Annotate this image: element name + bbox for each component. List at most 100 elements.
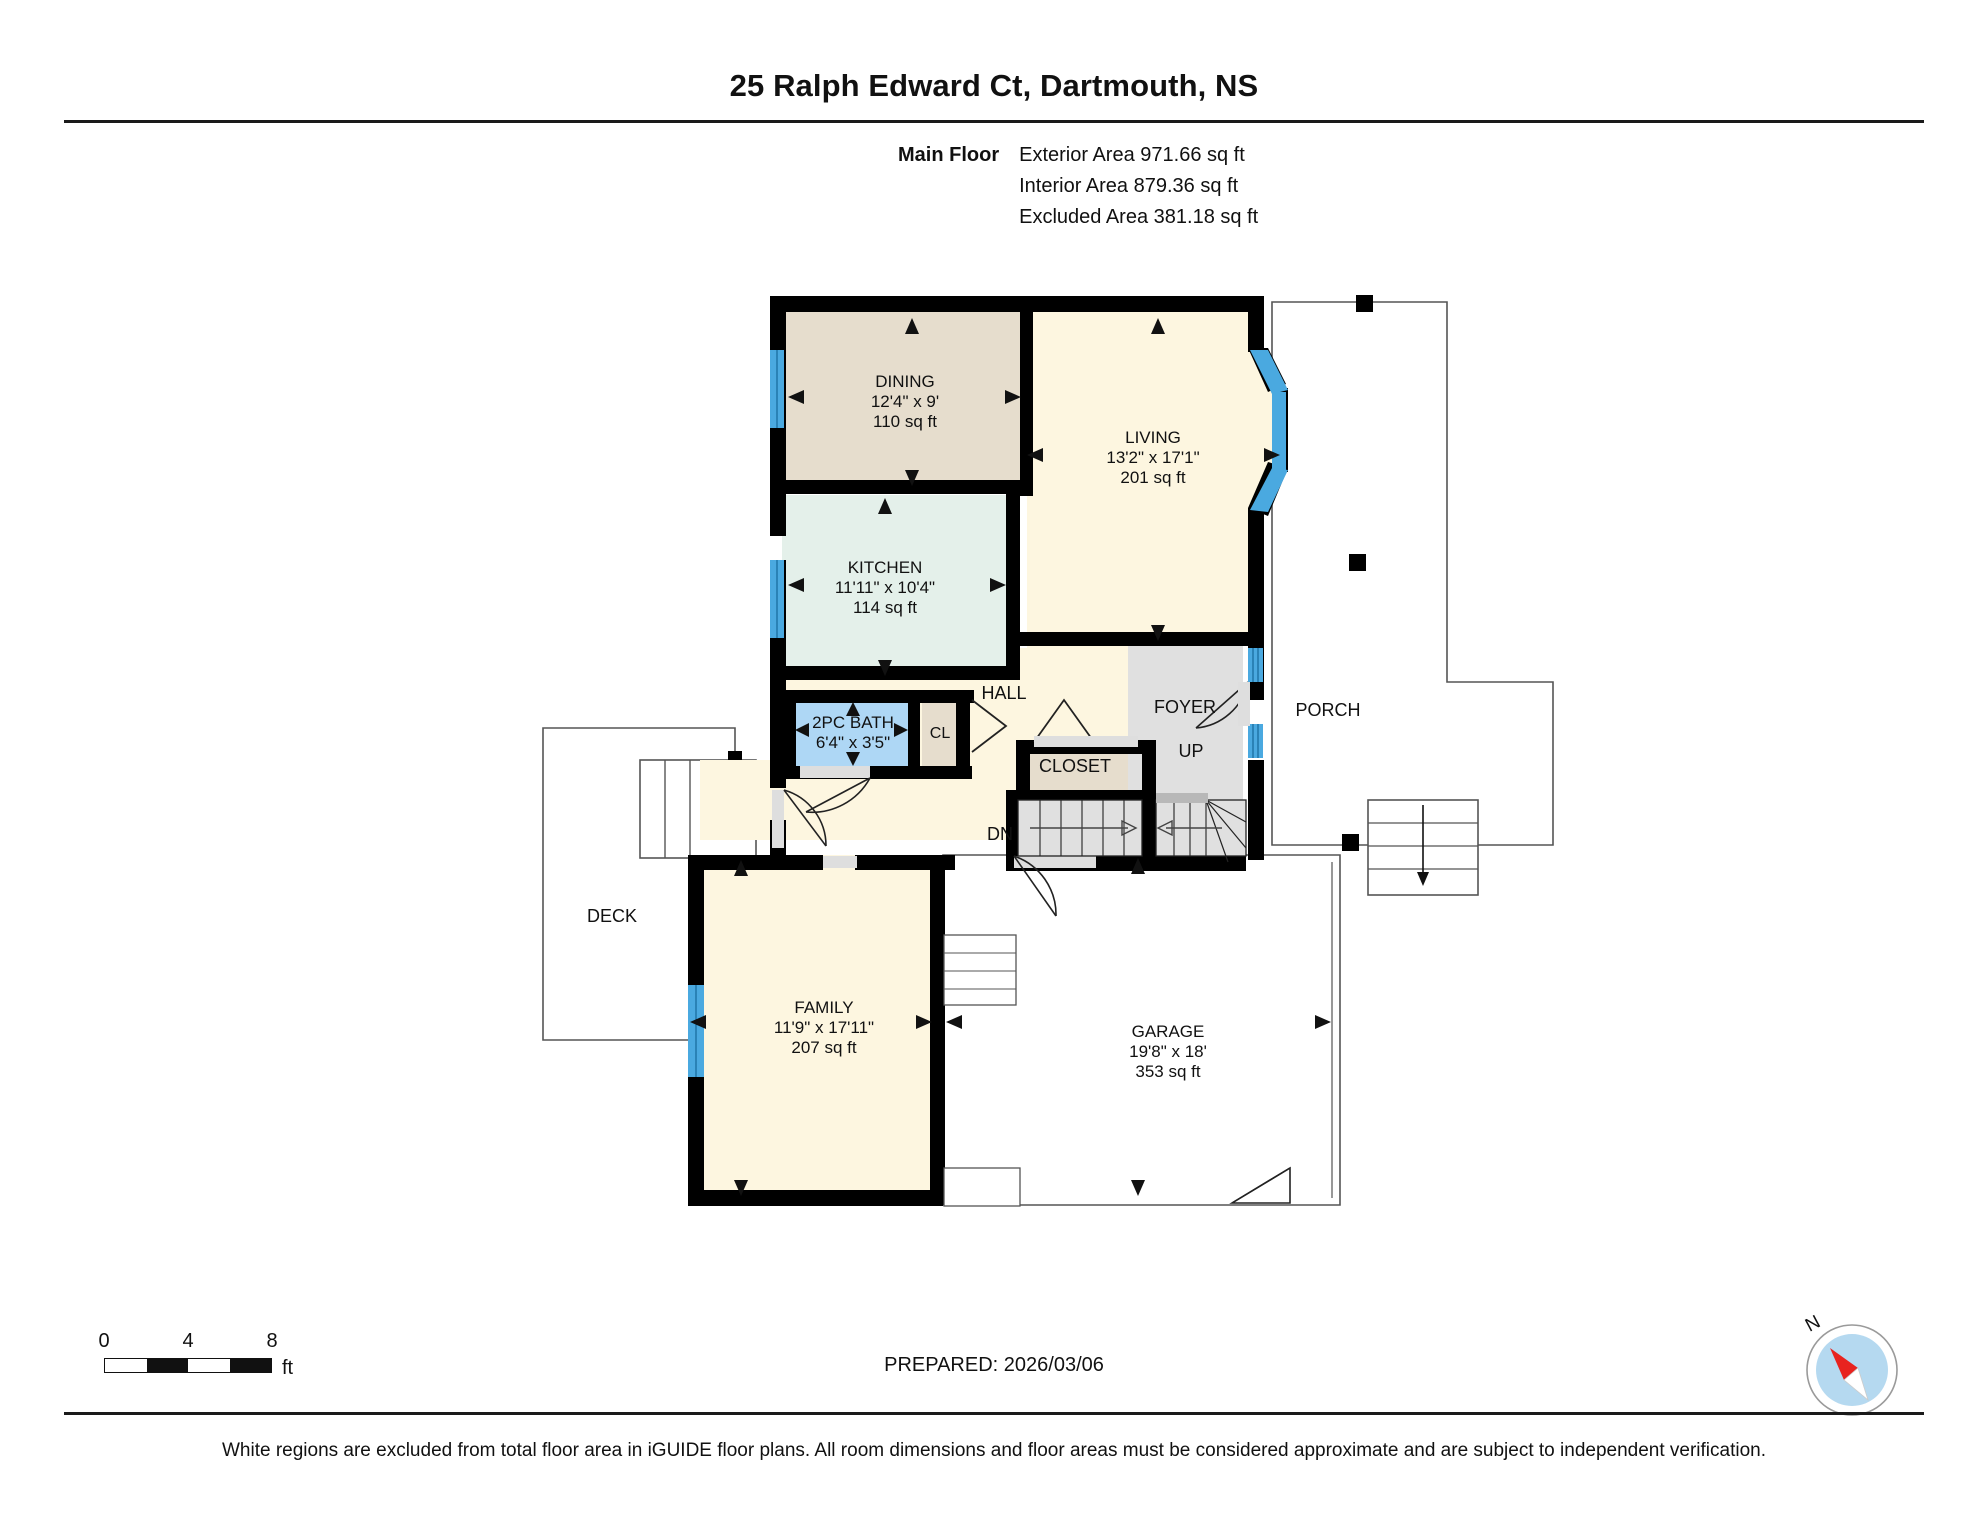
room-label-foyer: FOYER <box>1154 697 1216 717</box>
room-label-living-dim: 13'2" x 17'1" <box>1106 448 1199 467</box>
dim-arrow <box>1151 318 1165 334</box>
dim-arrow <box>690 1015 706 1029</box>
compass-needle-south <box>1843 1367 1869 1402</box>
door-garage-swing <box>1013 855 1057 917</box>
wall-hall-bottom-left <box>688 855 823 870</box>
room-fills <box>700 310 1332 1205</box>
room-label-living-area: 201 sq ft <box>1120 468 1185 487</box>
wall-living-bottom <box>1020 632 1150 646</box>
wall-stair-divider <box>1142 740 1156 870</box>
scale-bar-graphic <box>104 1358 272 1373</box>
porch-node <box>1356 295 1373 312</box>
dimension-arrows <box>690 318 1331 1196</box>
room-label-closet: CLOSET <box>1039 756 1111 776</box>
door-deck-leaf <box>783 789 827 847</box>
room-label-kitchen-area: 114 sq ft <box>853 598 917 617</box>
room-label-garage-name: GARAGE <box>1132 1022 1205 1041</box>
stairs-dn-label: DN <box>987 824 1013 844</box>
prepared-date: PREPARED: 2026/03/06 <box>884 1354 1104 1376</box>
compass-rose <box>1806 1324 1898 1416</box>
wall-living-right-lower <box>1248 508 1264 648</box>
wall-living-right-upper <box>1248 296 1264 352</box>
room-label-dining-name: DINING <box>875 372 935 391</box>
room-label-cl: CL <box>930 725 951 742</box>
wall-left-lower <box>770 742 786 788</box>
floor-summary: Main Floor Exterior Area 971.66 sq ft In… <box>898 140 1258 233</box>
window-bay-top <box>1250 350 1288 394</box>
door-garage-leaf <box>1013 855 1057 917</box>
excluded-regions <box>542 295 1554 1041</box>
scale-tick-4: 4 <box>182 1330 194 1352</box>
stair-landing-nose <box>1156 793 1208 803</box>
dim-arrow <box>946 1015 962 1029</box>
door-cl-bifold <box>971 699 1008 753</box>
door-bath-leaf <box>805 777 871 813</box>
dim-arrow <box>1131 858 1145 874</box>
interior-area: Interior Area 879.36 sq ft <box>1019 175 1239 197</box>
dim-arrow <box>905 318 919 334</box>
wall-living-bottom-right <box>1150 632 1260 646</box>
wall-dining-living <box>1020 296 1033 496</box>
door-closet-bifold <box>1033 698 1095 743</box>
room-fill-living <box>1027 310 1280 648</box>
compass-needle-north <box>1830 1348 1858 1380</box>
wall-family-bottom <box>688 1190 943 1206</box>
wall-top <box>770 296 1260 312</box>
title-divider <box>64 120 1924 123</box>
door-garage-threshold <box>1014 856 1096 868</box>
dim-arrow <box>788 390 804 404</box>
wall-dining-kitchen <box>770 480 1020 494</box>
room-label-kitchen-name: KITCHEN <box>848 558 923 577</box>
window-foyer-upper <box>1248 648 1263 682</box>
window-bay-mid <box>1272 392 1286 470</box>
wall-cl-bottom <box>920 766 972 779</box>
dim-arrow <box>1131 1180 1145 1196</box>
stair-dn-arrow <box>1030 819 1138 837</box>
room-label-porch: PORCH <box>1295 700 1360 720</box>
dim-arrow <box>1027 448 1043 462</box>
wall-kitchen-right <box>1006 480 1020 680</box>
porch-node <box>1342 834 1359 851</box>
wall-bath-top <box>784 690 974 703</box>
scale-bar: 0 4 8 ft <box>98 1330 314 1379</box>
dim-arrow <box>1315 1015 1331 1029</box>
opening-family-hall <box>823 856 857 868</box>
exterior-area: Exterior Area 971.66 sq ft <box>1019 144 1245 166</box>
dim-arrow <box>846 752 860 766</box>
room-label-hall: HALL <box>981 683 1026 703</box>
stairs-up-label: UP <box>1178 741 1203 761</box>
door-closet-threshold <box>1034 736 1138 747</box>
dim-arrow <box>795 723 809 737</box>
room-label-deck: DECK <box>587 906 637 926</box>
stair-winder <box>1205 799 1247 823</box>
porch-outline <box>1271 301 1554 846</box>
scale-tick-0: 0 <box>98 1330 110 1352</box>
room-label-bath-name: 2PC BATH <box>812 713 894 732</box>
dim-arrow <box>878 660 892 676</box>
scale-seg-dark <box>146 1359 188 1372</box>
floor-name: Main Floor <box>898 144 1000 166</box>
room-label-family-dim: 11'9" x 17'11" <box>774 1018 874 1037</box>
room-labels: DINING 12'4" x 9' 110 sq ft LIVING 13'2"… <box>587 372 1361 1081</box>
dim-arrow <box>734 860 748 876</box>
scale-unit: ft <box>282 1357 294 1379</box>
room-fill-family <box>700 855 943 1205</box>
dim-arrow <box>916 1015 932 1029</box>
room-label-garage-dim: 19'8" x 18' <box>1129 1042 1207 1061</box>
wall-kitchen-bottom <box>770 666 1020 680</box>
dim-arrow <box>1264 448 1280 462</box>
room-fill-closet <box>1026 748 1146 793</box>
door-deck-swing <box>783 789 827 847</box>
wall-closet-left <box>1016 740 1030 802</box>
dim-arrow <box>1151 625 1165 641</box>
door-deck-threshold <box>772 790 784 848</box>
footer-divider <box>64 1412 1924 1415</box>
stair-winder <box>1205 799 1247 849</box>
room-label-bath-dim: 6'4" x 3'5" <box>816 733 890 752</box>
stairs <box>943 793 1247 1207</box>
disclaimer-text: White regions are excluded from total fl… <box>221 1440 1767 1461</box>
dim-arrow <box>990 578 1006 592</box>
room-fill-dining <box>782 310 1027 485</box>
excluded-area: Excluded Area 381.18 sq ft <box>1019 206 1259 228</box>
